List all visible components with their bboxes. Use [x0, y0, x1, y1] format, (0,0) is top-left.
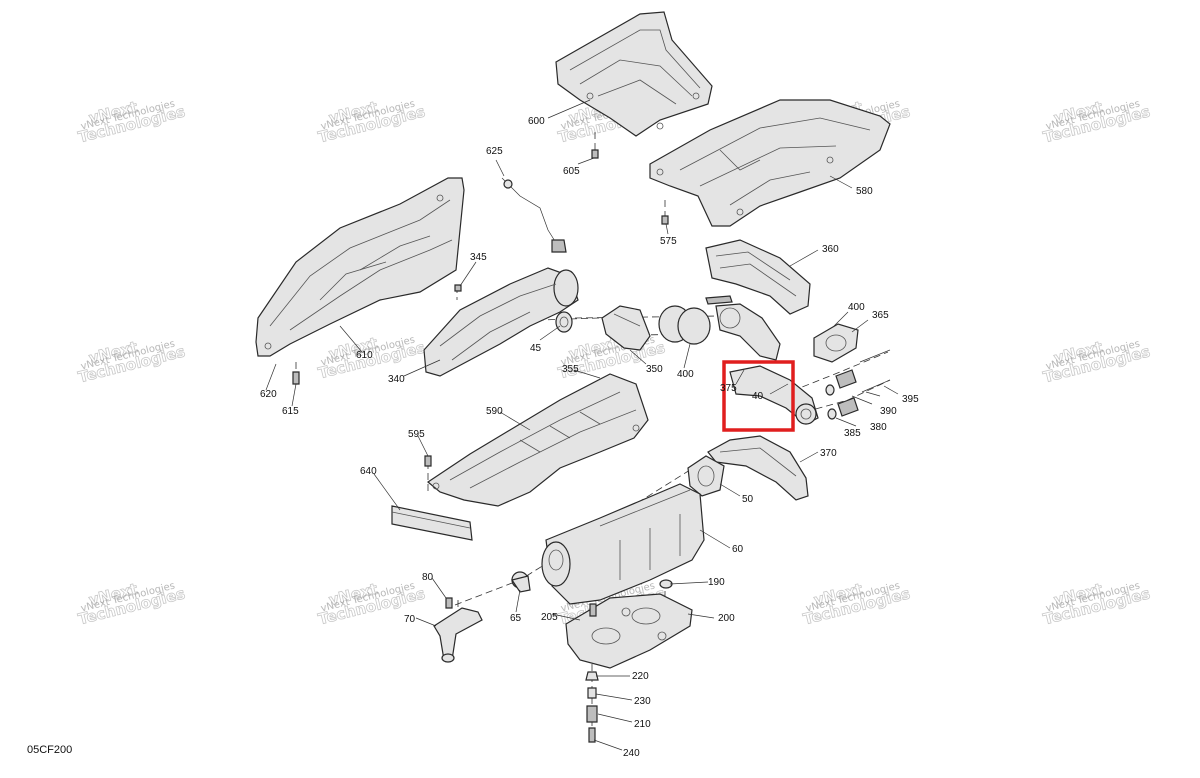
spacer-230 — [587, 687, 597, 699]
callout-590: 590 — [486, 406, 503, 417]
watermark: vNext Technologies vNext Technologies — [76, 97, 187, 146]
callout-345: 345 — [470, 252, 487, 263]
callout-200: 200 — [718, 613, 735, 624]
bolt-575 — [661, 215, 669, 225]
bolt-595 — [424, 455, 432, 467]
watermark: vNext Technologies vNext Technologies — [801, 579, 912, 628]
heat-shield-590 — [426, 373, 649, 507]
bracket-640 — [391, 505, 473, 541]
callout-65: 65 — [510, 613, 522, 624]
callout-205: 205 — [541, 612, 558, 623]
callout-340: 340 — [388, 374, 405, 385]
callout-615: 615 — [282, 406, 299, 417]
bolt-80 — [445, 597, 453, 609]
callout-40: 40 — [752, 391, 764, 402]
callout-605: 605 — [563, 166, 580, 177]
callout-355: 355 — [562, 364, 579, 375]
callout-385: 385 — [844, 428, 861, 439]
flange-365 — [813, 323, 859, 363]
watermark: vNext Technologies vNext Technologies — [76, 337, 187, 386]
pipe-shield-370 — [707, 435, 809, 501]
watermark: vNext Technologies vNext Technologies — [316, 97, 427, 146]
leader-lines — [265, 99, 899, 751]
heat-shield-600 — [555, 11, 713, 137]
gasket-45 — [555, 311, 573, 333]
callout-60: 60 — [732, 544, 744, 555]
watermark: vNext Technologies vNext Technologies — [1041, 337, 1152, 386]
manifold-40 — [729, 365, 819, 425]
watermark: vNext Technologies vNext Technologies — [1041, 97, 1152, 146]
callout-50: 50 — [742, 494, 754, 505]
watermark: vNext Technologies vNext Technologies — [1041, 579, 1152, 628]
callout-610: 610 — [356, 350, 373, 361]
exhaust-pipe-350 — [601, 305, 651, 351]
highlight-box — [722, 360, 795, 432]
mounting-plate-200 — [565, 593, 693, 669]
callout-220: 220 — [632, 671, 649, 682]
muffler-60 — [541, 483, 705, 605]
callout-380: 380 — [870, 422, 887, 433]
tailpipe-70 — [433, 607, 483, 663]
callout-210: 210 — [634, 719, 651, 730]
callout-625: 625 — [486, 146, 503, 157]
bolt-240 — [588, 727, 596, 743]
callout-400-upper: 400 — [848, 302, 865, 313]
callout-365: 365 — [872, 310, 889, 321]
callout-360: 360 — [822, 244, 839, 255]
stud-205 — [589, 603, 597, 617]
callout-350: 350 — [646, 364, 663, 375]
callout-640: 640 — [360, 466, 377, 477]
callout-595: 595 — [408, 429, 425, 440]
callout-390: 390 — [880, 406, 897, 417]
callout-375: 375 — [720, 383, 737, 394]
bolt-345 — [454, 284, 462, 292]
washer-385 — [825, 384, 837, 420]
spring-380 — [835, 369, 859, 417]
spring-210 — [586, 705, 598, 723]
callout-395: 395 — [902, 394, 919, 405]
diagram-code: 05CF200 — [27, 744, 73, 756]
callout-400-lower: 400 — [677, 369, 694, 380]
callout-370: 370 — [820, 448, 837, 459]
heat-shield-580 — [649, 99, 891, 227]
bolt-615 — [292, 371, 300, 385]
callout-600: 600 — [528, 116, 545, 127]
callout-620: 620 — [260, 389, 277, 400]
callout-70: 70 — [404, 614, 416, 625]
coupler-375 — [705, 295, 781, 361]
bolt-605 — [591, 149, 599, 159]
clamp-ring-400 — [658, 305, 711, 345]
isolator-220 — [585, 671, 599, 681]
gasket-50 — [687, 455, 725, 497]
callout-numbers: 600 605 625 580 575 360 345 610 340 45 3… — [260, 116, 919, 759]
exhaust-pipe-shield-340 — [423, 267, 579, 377]
bolt-395 — [859, 349, 891, 393]
callout-575: 575 — [660, 236, 677, 247]
coupler-65 — [511, 571, 531, 593]
callout-580: 580 — [856, 186, 873, 197]
callout-45: 45 — [530, 343, 542, 354]
callout-190: 190 — [708, 577, 725, 588]
oxygen-sensor-625 — [501, 177, 567, 253]
heat-shield-610 — [255, 177, 465, 357]
callout-230: 230 — [634, 696, 651, 707]
pipe-shield-360 — [705, 239, 811, 315]
watermark: vNext Technologies vNext Technologies — [76, 579, 187, 628]
callout-80: 80 — [422, 572, 434, 583]
callout-240: 240 — [623, 748, 640, 759]
